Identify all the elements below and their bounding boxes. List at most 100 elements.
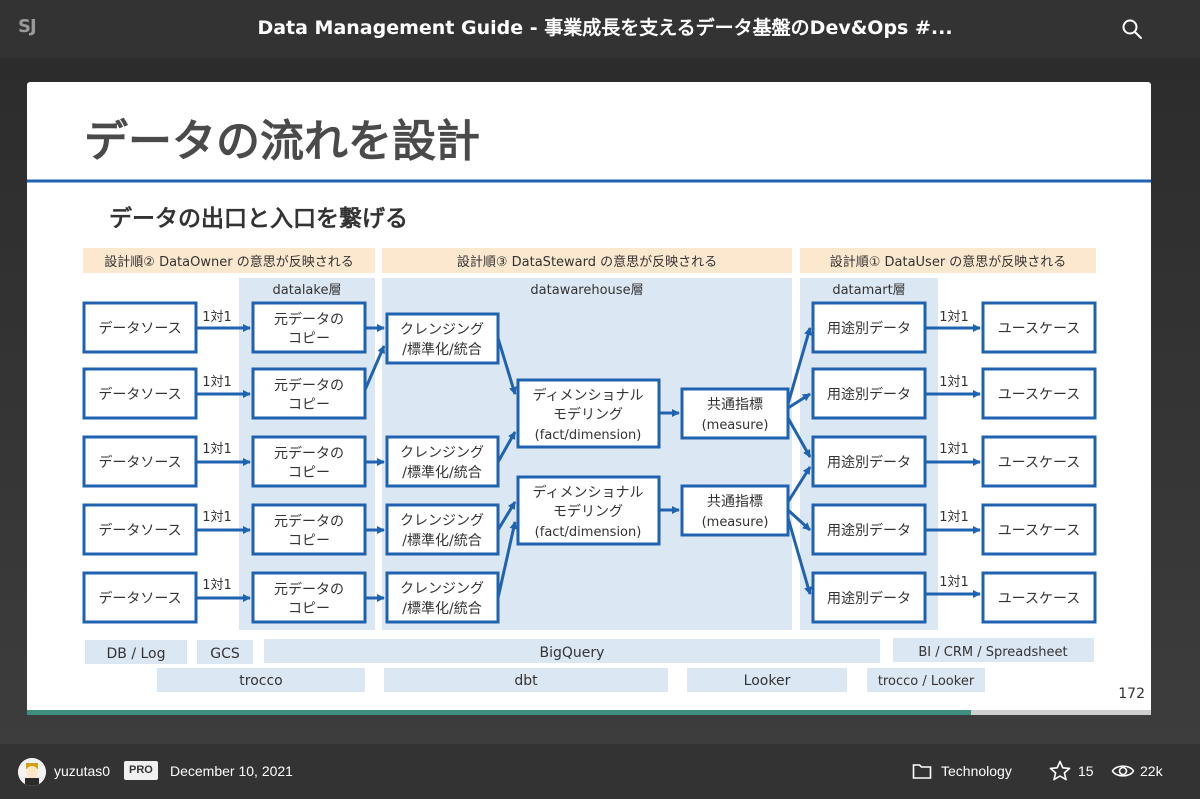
- row-1: データソース 1対1 元データの コピー: [82, 301, 367, 354]
- modeling-node-2-line1: ディメンショナル: [532, 484, 643, 501]
- row-4: データソース 1対1 元データの コピー: [82, 503, 367, 556]
- data-source-1: [82, 301, 198, 354]
- site-logo[interactable]: SJ: [18, 16, 37, 37]
- layer-datamart-label: datamart層: [832, 283, 905, 298]
- slide-page-number: 172: [1118, 686, 1145, 702]
- publish-date: December 10, 2021: [170, 763, 293, 779]
- tool-dbt: [384, 668, 668, 692]
- cleansing-node-1-line2: /標準化/統合: [402, 342, 481, 358]
- use-case-5: [981, 571, 1097, 624]
- purpose-data-2-label: 用途別データ: [827, 386, 911, 403]
- copy-node-3-line1: 元データの: [274, 445, 344, 462]
- band-dataowner: [83, 248, 375, 273]
- arrow-clean4-model2: [496, 521, 518, 599]
- arrow-clean1-model1: [496, 337, 517, 395]
- one-to-one-label-4: 1対1: [202, 510, 232, 525]
- modeling-node-1-line1: ディメンショナル: [532, 387, 643, 404]
- eye-icon: [1111, 765, 1135, 777]
- author-name[interactable]: yuzutas0: [54, 763, 111, 779]
- one-to-one-label-5: 1対1: [202, 578, 232, 593]
- use-case-1: [981, 301, 1097, 354]
- one-to-one-label-6: 1対1: [939, 310, 969, 325]
- tool-trocco-label: trocco: [239, 673, 282, 689]
- layer-datalake-label: datalake層: [273, 283, 342, 298]
- modeling-node-1-line2: モデリング: [553, 406, 623, 423]
- tool-bi: [893, 638, 1094, 662]
- star-icon: [1049, 760, 1071, 781]
- top-bar: SJ Data Management Guide - 事業成長を支えるデータ基盤…: [0, 0, 1200, 58]
- tool-bi-label: BI / CRM / Spreadsheet: [918, 645, 1067, 660]
- data-source-5-label: データソース: [98, 590, 181, 607]
- use-case-1-label: ユースケース: [998, 321, 1081, 337]
- data-source-3-label: データソース: [98, 454, 181, 471]
- search-icon[interactable]: [1120, 17, 1144, 41]
- common-measure-2-line1: 共通指標: [707, 494, 763, 510]
- slide-progress-fill: [27, 710, 972, 715]
- author-avatar[interactable]: [18, 758, 46, 786]
- purpose-data-3-label: 用途別データ: [827, 454, 911, 471]
- band-datauser: [800, 248, 1096, 273]
- arrow-clean3-model2: [496, 501, 517, 531]
- tool-looker-label: Looker: [744, 673, 791, 689]
- slide-progress-bar[interactable]: [27, 710, 1151, 715]
- slide-subtitle: データの出口と入口を繋げる: [109, 205, 408, 232]
- copy-node-2: [251, 367, 367, 420]
- modeling-node-2-line3: (fact/dimension): [535, 525, 642, 540]
- copy-node-1: [251, 301, 367, 354]
- cleansing-node-3-line1: クレンジング: [400, 513, 484, 529]
- cleansing-node-3: [385, 503, 500, 556]
- copy-node-3-line2: コピー: [288, 465, 330, 481]
- copy-node-4-line1: 元データの: [274, 513, 344, 530]
- modeling-node-2: [516, 475, 661, 546]
- purpose-data-4-label: 用途別データ: [827, 522, 911, 539]
- common-measure-2-line2: (measure): [702, 515, 769, 530]
- star-count: 15: [1078, 763, 1094, 779]
- purpose-data-5-label: 用途別データ: [827, 590, 911, 607]
- tool-gcs: [197, 640, 253, 664]
- band-datasteward: [382, 248, 792, 273]
- copy-node-2-line1: 元データの: [274, 377, 344, 394]
- copy-node-3: [251, 435, 367, 488]
- use-case-4-label: ユースケース: [998, 523, 1081, 539]
- tool-looker: [687, 668, 847, 692]
- cleansing-node-2-line2: /標準化/統合: [402, 465, 481, 481]
- row-3: データソース 1対1 元データの コピー: [82, 435, 367, 488]
- tool-trocco-looker-label: trocco / Looker: [878, 674, 975, 689]
- arrow-clean2-model1: [496, 431, 517, 463]
- arrow-common2-purpose3: [786, 466, 812, 503]
- tool-bigquery: [264, 639, 880, 663]
- view-count: 22k: [1140, 763, 1163, 779]
- modeling-node-1: [516, 378, 661, 449]
- tool-gcs-label: GCS: [210, 646, 240, 662]
- band-dataowner-label: 設計順② DataOwner の意思が反映される: [104, 254, 353, 270]
- arrow-common2-purpose4: [786, 508, 812, 532]
- cleansing-node-2: [385, 435, 500, 488]
- slide[interactable]: データの流れを設計 データの出口と入口を繋げる 設計順② DataOwner の…: [27, 82, 1151, 714]
- pro-badge: PRO: [124, 761, 158, 780]
- one-to-one-label-10: 1対1: [939, 575, 969, 590]
- tool-dblog: [85, 640, 187, 664]
- purpose-data-1-label: 用途別データ: [827, 320, 911, 337]
- data-source-3: [82, 435, 198, 488]
- one-to-one-label-1: 1対1: [202, 310, 232, 325]
- bottom-bar: yuzutas0 PRO December 10, 2021 Technolog…: [0, 744, 1200, 799]
- common-measure-1-line2: (measure): [702, 418, 769, 433]
- use-case-2: [981, 367, 1097, 420]
- row-5: データソース 1対1 元データの コピー: [82, 571, 367, 624]
- common-measure-1: [680, 387, 790, 440]
- slide-title: データの流れを設計: [84, 116, 480, 167]
- use-case-4: [981, 503, 1097, 556]
- tool-dblog-label: DB / Log: [106, 646, 165, 662]
- document-title: Data Management Guide - 事業成長を支えるデータ基盤のDe…: [257, 17, 953, 39]
- use-case-3: [981, 435, 1097, 488]
- modeling-node-2-line2: モデリング: [553, 503, 623, 520]
- purpose-data-5: [811, 571, 927, 624]
- layer-datawarehouse-label: datawarehouse層: [530, 283, 643, 298]
- cleansing-node-2-line1: クレンジング: [400, 445, 484, 461]
- arrow-common1-purpose2: [787, 392, 811, 410]
- copy-node-5-line1: 元データの: [274, 581, 344, 598]
- common-measure-2: [680, 484, 790, 537]
- arrow-common2-purpose5: [786, 517, 812, 595]
- tool-bigquery-label: BigQuery: [540, 645, 605, 661]
- one-to-one-label-7: 1対1: [939, 375, 969, 390]
